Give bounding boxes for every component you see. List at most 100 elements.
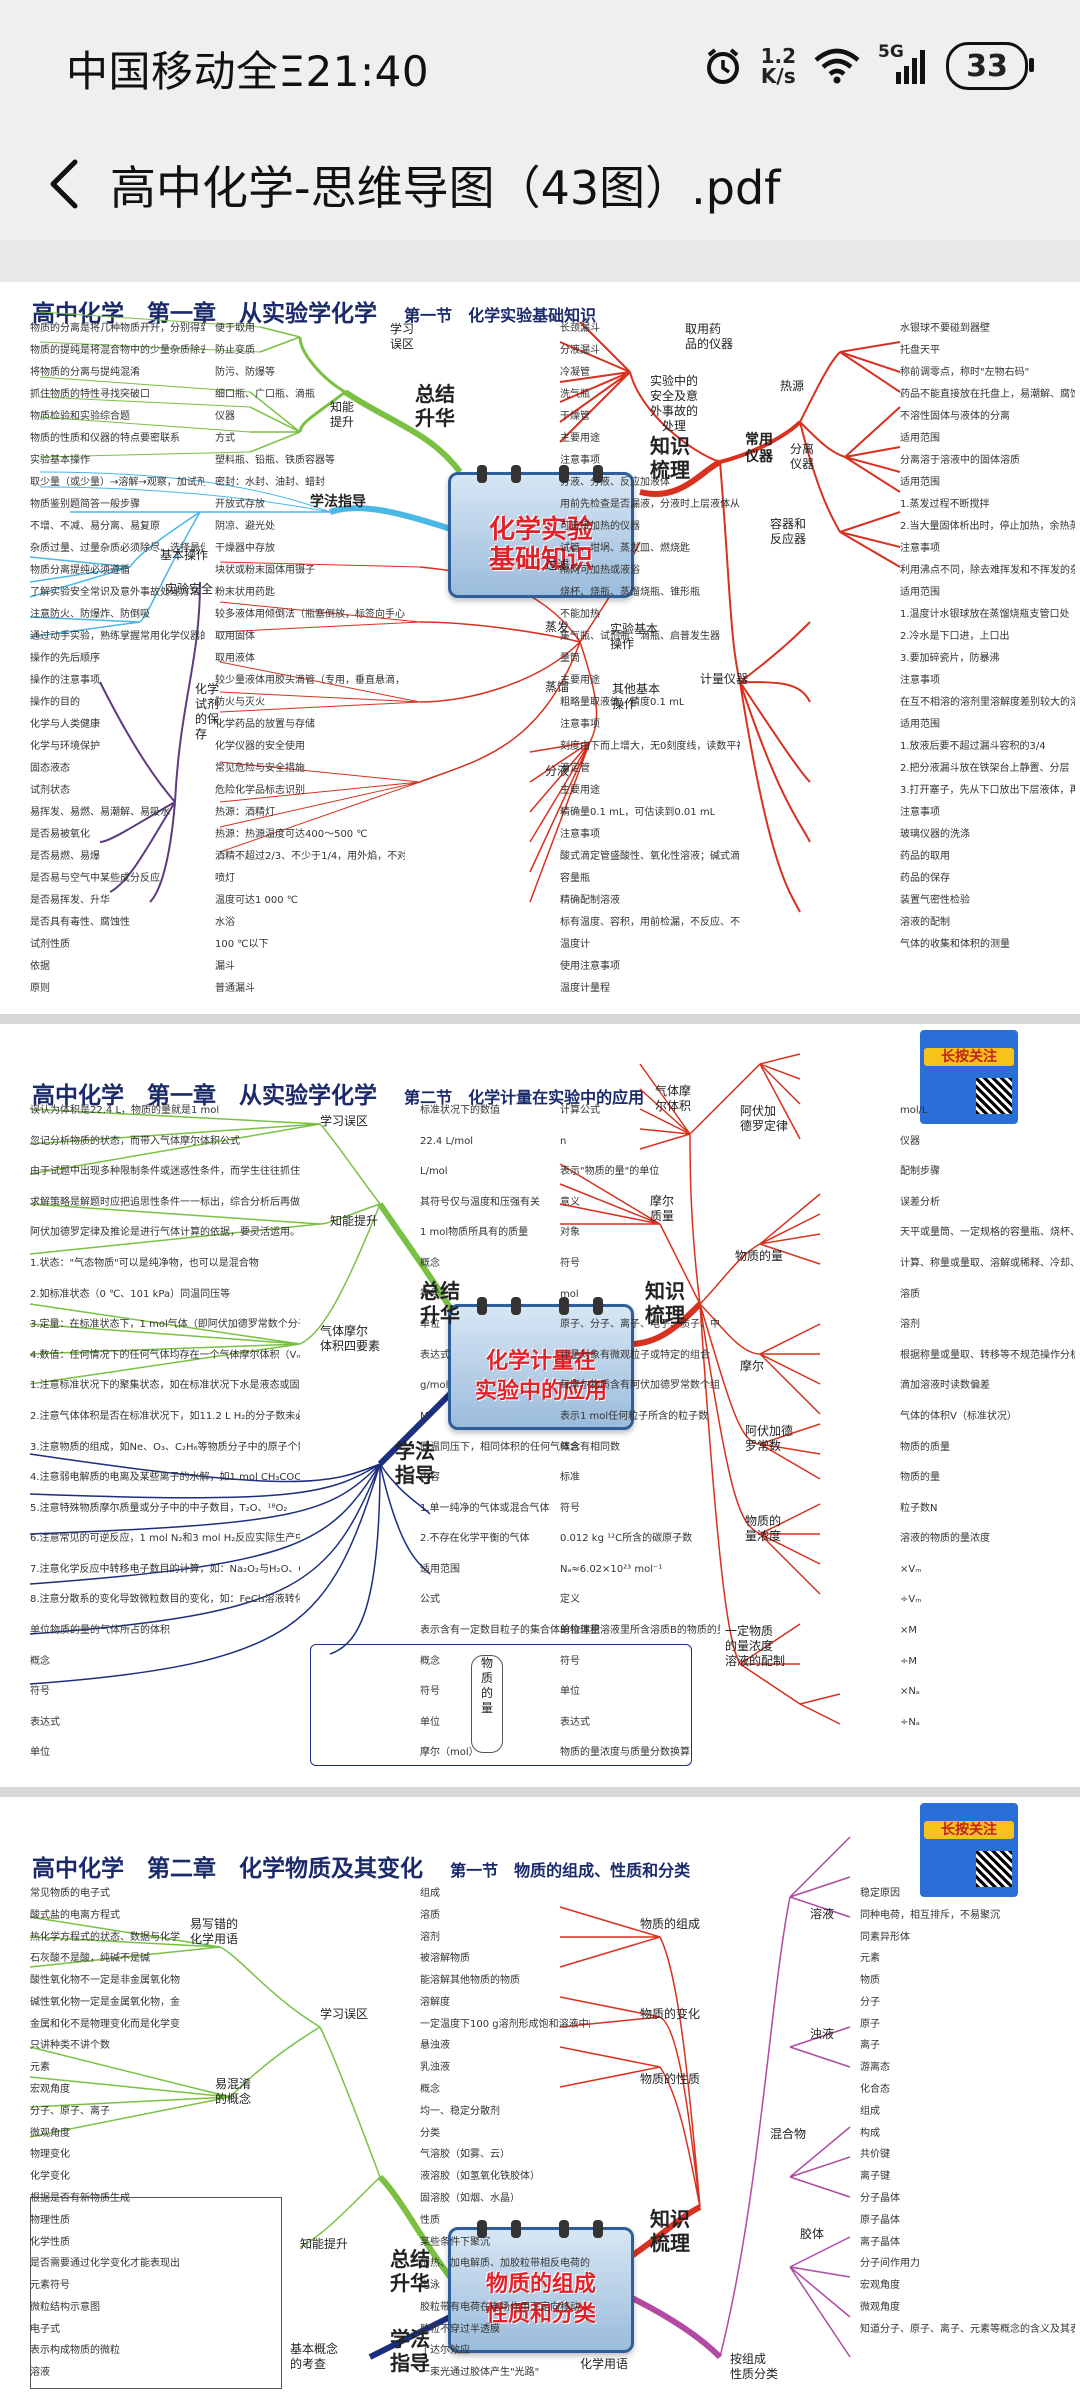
mindmap-leaf-text: 注意防火、防爆炸、防倒吸 <box>30 609 150 620</box>
page2-branch-prep: 一定物质 的量浓度 溶液的配制 <box>725 1624 786 1668</box>
battery-indicator: 33 <box>946 42 1034 90</box>
page2-branch-gas-molar-vol: 气体摩 尔体积 <box>655 1084 692 1113</box>
mindmap-leaf-text: M <box>420 1410 429 1422</box>
mindmap-leaf-text: 滴加溶液时读数偏差 <box>900 1380 990 1392</box>
mindmap-leaf-text: 7.注意化学反应中转移电子数目的计算，如：Na₂O₂与H₂O、Cl₂与碱溶液的反… <box>30 1563 300 1575</box>
net-speed-unit: K/s <box>760 64 796 88</box>
mindmap-leaf-text: 根据是否有新物质生成 <box>30 2192 130 2204</box>
mindmap-leaf-text: 注意事项 <box>900 675 940 686</box>
mindmap-leaf-text: 常见物质的电子式 <box>30 1888 110 1899</box>
page1-branch-common-instruments: 常用 仪器 <box>745 432 773 465</box>
mindmap-leaf-text: 电泳 <box>420 2280 440 2292</box>
page1-branch-containers: 容器和 反应器 <box>770 517 807 546</box>
page3-branch-easy-wrong: 易写错的 化学用语 <box>190 1917 239 1946</box>
wifi-icon <box>814 48 860 84</box>
mindmap-leaf-text: 胶粒不穿过半透膜 <box>420 2323 500 2335</box>
mindmap-leaf-text: 玻璃仪器的洗涤 <box>900 829 970 840</box>
page1-branch-summary: 总结 升华 <box>405 382 465 430</box>
mindmap-leaf-text: 符号 <box>420 1686 440 1698</box>
mindmap-leaf-text: ÷M <box>900 1655 918 1667</box>
ring-icon <box>593 1297 603 1315</box>
mindmap-leaf-text: 物质的质量 <box>900 1441 950 1453</box>
pdf-page-2[interactable]: 高中化学 第一章 从实验学化学 第二节 化学计量在实验中的应用 长按关注 化学计… <box>0 1024 1080 1787</box>
page3-header: 高中化学 第二章 化学物质及其变化 第一节 物质的组成、性质和分类 <box>32 1849 690 1883</box>
mindmap-leaf-text: 危险化学品标志识别 <box>215 785 305 796</box>
page2-knowledge-label: 知识 梳理 <box>645 1279 685 1327</box>
mindmap-leaf-text: 稳定原因 <box>860 1888 900 1899</box>
mindmap-leaf-text: 表示"物质的量"的单位 <box>560 1166 660 1178</box>
mindmap-leaf-text: 注意事项 <box>560 829 600 840</box>
mindmap-leaf-text: 主要用途 <box>560 433 600 444</box>
mindmap-leaf-text: 块状或粉末固体用镊子 <box>215 565 315 576</box>
mindmap-leaf-text: 阴凉、避光处 <box>215 521 275 532</box>
mindmap-leaf-text: 由于试题中出现多种限制条件或迷惑性条件，而学生往往抓住一个条件而忽略其他条件从而… <box>30 1166 300 1178</box>
mindmap-leaf-text: 物质的量浓度与质量分数换算 <box>560 1747 690 1759</box>
mindmap-leaf-text: ×M <box>900 1625 918 1637</box>
mindmap-leaf-text: 3.打开塞子，先从下口放出下层液体，再从上口倒出上层液体 <box>900 785 1075 796</box>
page2-header-main: 高中化学 第一章 从实验学化学 <box>32 1082 377 1109</box>
page3-branch-turbid: 浊液 <box>810 2027 835 2041</box>
mindmap-leaf-text: 操作的注意事项 <box>30 675 100 686</box>
mindmap-leaf-text: 依据 <box>30 961 50 972</box>
page1-branch-separation: 分离 仪器 <box>790 442 815 471</box>
mindmap-leaf-text: 定义 <box>560 1594 580 1606</box>
page3-concept-box <box>30 2197 282 2389</box>
mindmap-leaf-text: 分子、原子、离子 <box>30 2105 110 2117</box>
back-button[interactable] <box>34 148 94 220</box>
page3-center-card: 物质的组成 性质和分类 <box>448 2220 634 2353</box>
mindmap-leaf-text: 物质的分离是将几种物质开升，分别得到几种纯净物 <box>30 323 205 334</box>
page1-branch-lab-safety: 实验安全 <box>165 582 214 596</box>
page1-branch-study: 学法指导 <box>310 494 366 510</box>
mindmap-leaf-text: 表示含有一定数目粒子的集合体的物理量 <box>420 1625 600 1637</box>
page3-ad-banner[interactable]: 长按关注 <box>920 1803 1018 1897</box>
mindmap-leaf-text: 注意事项 <box>560 719 600 730</box>
mindmap-leaf-text: 标准 <box>560 1472 580 1484</box>
mindmap-leaf-text: 1.单一纯净的气体或混合气体 <box>420 1502 550 1514</box>
page1-branch-distill: 蒸馏 <box>545 680 570 694</box>
mindmap-leaf-text: ÷Nₐ <box>900 1716 920 1728</box>
page3-summary-label: 总结 升华 <box>390 2247 430 2295</box>
mindmap-leaf-text: 1.注意标准状况下的聚集状态，如在标准状况下水是液态或固态，SO₃为固态，碳原子… <box>30 1380 300 1392</box>
page2-ad-text: 长按关注 <box>924 1048 1014 1066</box>
mindmap-leaf-text: Nₐ≈6.02×10²³ mol⁻¹ <box>560 1563 663 1575</box>
page3-branch-change: 物质的变化 <box>640 2007 701 2021</box>
mindmap-leaf-text: 开放式存放 <box>215 499 265 510</box>
mindmap-leaf-text: 22.4 L/mol <box>420 1135 474 1147</box>
mindmap-leaf-text: 物质的量 <box>900 1472 940 1484</box>
mindmap-leaf-text: 粒子数N <box>900 1502 938 1514</box>
page1-center-title: 化学实验 基础知识 <box>488 515 593 575</box>
mindmap-leaf-text: 操作的先后顺序 <box>30 653 100 664</box>
pdf-page-3[interactable]: 高中化学 第二章 化学物质及其变化 第一节 物质的组成、性质和分类 长按关注 物… <box>0 1797 1080 2398</box>
page2-branch-learn-wrong: 学习误区 <box>320 1114 369 1128</box>
mindmap-leaf-text: 长颈漏斗 <box>560 323 600 334</box>
ring-icon <box>477 2220 487 2238</box>
page3-branch-learn-wrong: 学习误区 <box>320 2007 369 2021</box>
mindmap-leaf-text: 3.注意物质的组成，如Ne、O₃、C₂H₆等物质分子中的原子个数，Na₂O₂中阴… <box>30 1441 300 1453</box>
mindmap-leaf-text: 适用范围 <box>900 719 940 730</box>
mindmap-leaf-text: 一定温度下100 g溶剂形成饱和溶液中所含溶质的质量（单位：g） <box>420 2018 590 2030</box>
page1-center-card: 化学实验 基础知识 <box>448 465 634 598</box>
mindmap-leaf-text: 溶液 <box>30 2367 50 2379</box>
mindmap-leaf-text: 防污、防爆等 <box>215 367 275 378</box>
mindmap-leaf-text: 分液漏斗 <box>560 345 600 356</box>
pdf-page-1[interactable]: 高中化学 第一章 从实验学化学 第一节 化学实验基础知识 <box>0 282 1080 1014</box>
mindmap-leaf-text: 组成 <box>860 2105 880 2117</box>
mindmap-leaf-text: 普通漏斗 <box>215 983 255 994</box>
page2-ad-banner[interactable]: 长按关注 <box>920 1030 1018 1124</box>
ring-icon <box>559 465 569 483</box>
mindmap-leaf-text: 装置气密性检验 <box>900 895 970 906</box>
ring-icon <box>559 1297 569 1315</box>
page1-knowledge-label: 知识 梳理 <box>650 434 690 482</box>
mindmap-leaf-text: 利用沸点不同，除去难挥发和不挥发的杂质 <box>900 565 1075 576</box>
page1-branch-safety: 实验中的 安全及意 外事故的 处理 <box>650 374 699 433</box>
mindmap-leaf-text: 易挥发、易燃、易潮解、易吸水 <box>30 807 170 818</box>
mindmap-leaf-text: 分子 <box>860 1996 880 2008</box>
mindmap-leaf-text: 离子 <box>860 2040 880 2052</box>
mindmap-leaf-text: 将物质的分离与提纯混淆 <box>30 367 140 378</box>
mindmap-leaf-text: 热源：酒精灯 <box>215 807 275 818</box>
pdf-viewer[interactable]: 高中化学 第一章 从实验学化学 第一节 化学实验基础知识 <box>0 240 1080 2398</box>
mindmap-leaf-text: 概念 <box>420 1257 440 1269</box>
mindmap-leaf-text: 碱性氧化物一定是金属氧化物，金属氧化物不一定是碱性氧化物 <box>30 1996 180 2008</box>
page3-header-main: 高中化学 第二章 化学物质及其变化 <box>32 1855 423 1882</box>
mindmap-leaf-text: 摩尔（mol） <box>420 1747 479 1759</box>
